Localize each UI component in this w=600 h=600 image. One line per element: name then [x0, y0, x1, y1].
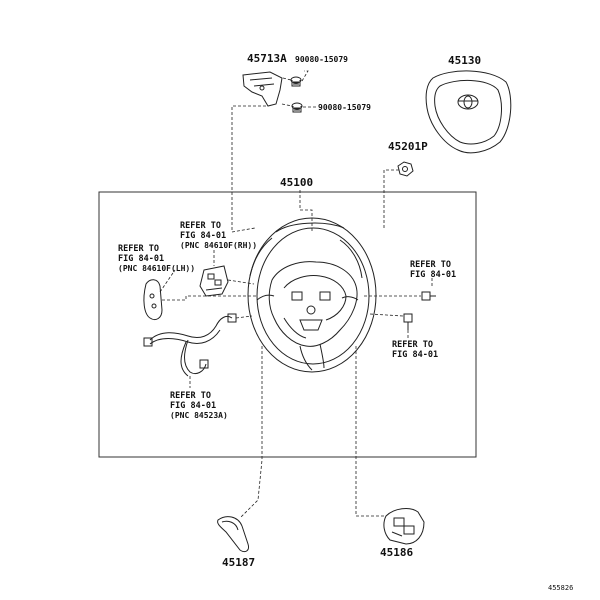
screw-right-lower[interactable] [403, 313, 413, 330]
label-45186: 45186 [380, 546, 413, 559]
cover-45187[interactable] [217, 516, 249, 553]
cover-45186[interactable] [383, 508, 425, 545]
label-90080-upper: 90080-15079 [295, 55, 348, 64]
label-45201p: 45201P [388, 140, 428, 153]
ref-right2-line1: REFER TO [392, 340, 433, 350]
ref-lh-line1: REFER TO [118, 244, 159, 254]
ref-cable-line2: FIG 84-01 [170, 401, 216, 411]
screw-right-upper[interactable] [421, 291, 436, 301]
ref-rh-line1: REFER TO [180, 221, 221, 231]
switch-rh[interactable] [199, 265, 229, 297]
ref-rh-line2: FIG 84-01 [180, 231, 226, 241]
ref-rh-line3: (PNC 84610F(RH)) [180, 241, 257, 250]
airbag-45130[interactable] [425, 70, 512, 154]
assembly-frame [98, 191, 477, 458]
ref-right1-line1: REFER TO [410, 260, 451, 270]
label-45130: 45130 [448, 54, 481, 67]
label-45713a: 45713A [247, 52, 287, 65]
steering-wheel-45100[interactable] [247, 217, 377, 373]
switch-lh[interactable] [143, 279, 163, 321]
bolt-90080-15079-upper[interactable] [290, 76, 302, 87]
label-90080-lower: 90080-15079 [318, 103, 371, 112]
ref-lh-line3: (PNC 84610F(LH)) [118, 264, 195, 273]
bolt-90080-15079-lower[interactable] [291, 102, 303, 113]
ref-cable-line3: (PNC 84523A) [170, 411, 228, 420]
bracket-45713a[interactable] [242, 71, 283, 107]
ref-right1-line2: FIG 84-01 [410, 270, 456, 280]
ref-cable-line1: REFER TO [170, 391, 211, 401]
ref-lh-line2: FIG 84-01 [118, 254, 164, 264]
label-45187: 45187 [222, 556, 255, 569]
label-45100: 45100 [280, 176, 313, 189]
nut-45201p[interactable] [397, 161, 414, 177]
ref-right2-line2: FIG 84-01 [392, 350, 438, 360]
figure-id: 455826 [548, 584, 573, 592]
wire-harness[interactable] [143, 313, 237, 377]
